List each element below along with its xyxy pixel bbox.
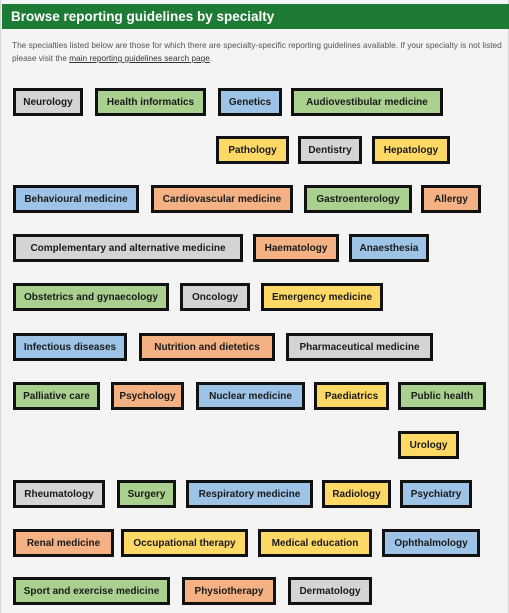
intro-text: The specialties listed below are those f… (12, 39, 507, 65)
specialty-button-public-health[interactable]: Public health (398, 382, 486, 410)
specialty-button-occupational-therapy[interactable]: Occupational therapy (121, 529, 248, 557)
specialty-button-radiology[interactable]: Radiology (322, 480, 391, 508)
specialty-button-ophthalmology[interactable]: Ophthalmology (382, 529, 480, 557)
specialty-button-respiratory-medicine[interactable]: Respiratory medicine (186, 480, 313, 508)
specialty-button-nuclear-medicine[interactable]: Nuclear medicine (196, 382, 305, 410)
specialty-button-surgery[interactable]: Surgery (117, 480, 176, 508)
specialty-button-psychology[interactable]: Psychology (111, 382, 184, 410)
intro-suffix: . (209, 53, 213, 63)
specialty-button-emergency-medicine[interactable]: Emergency medicine (261, 283, 383, 311)
specialty-button-medical-education[interactable]: Medical education (258, 529, 372, 557)
specialty-button-urology[interactable]: Urology (398, 431, 459, 459)
panel-header: Browse reporting guidelines by specialty (2, 4, 509, 29)
specialty-button-cardiovascular-medicine[interactable]: Cardiovascular medicine (151, 185, 293, 213)
specialty-button-dentistry[interactable]: Dentistry (298, 136, 362, 164)
specialty-button-sport-and-exercise-medicine[interactable]: Sport and exercise medicine (13, 577, 170, 605)
specialty-button-haematology[interactable]: Haematology (253, 234, 339, 262)
specialty-button-audiovestibular-medicine[interactable]: Audiovestibular medicine (291, 88, 443, 116)
specialty-button-nutrition-and-dietetics[interactable]: Nutrition and dietetics (139, 333, 275, 361)
specialty-button-health-informatics[interactable]: Health informatics (95, 88, 206, 116)
specialty-button-complementary-and-alternative-medicine[interactable]: Complementary and alternative medicine (13, 234, 243, 262)
specialty-button-infectious-diseases[interactable]: Infectious diseases (13, 333, 127, 361)
search-page-link[interactable]: main reporting guidelines search page (69, 53, 210, 63)
specialty-button-dermatology[interactable]: Dermatology (288, 577, 372, 605)
specialty-button-palliative-care[interactable]: Palliative care (13, 382, 100, 410)
specialty-button-genetics[interactable]: Genetics (218, 88, 282, 116)
specialty-button-paediatrics[interactable]: Paediatrics (314, 382, 389, 410)
specialty-button-obstetrics-and-gynaecology[interactable]: Obstetrics and gynaecology (13, 283, 169, 311)
specialty-button-gastroenterology[interactable]: Gastroenterology (304, 185, 412, 213)
specialty-button-behavioural-medicine[interactable]: Behavioural medicine (13, 185, 139, 213)
specialty-button-renal-medicine[interactable]: Renal medicine (13, 529, 114, 557)
specialty-button-oncology[interactable]: Oncology (180, 283, 250, 311)
intro-body: The specialties listed below are those f… (12, 40, 502, 63)
specialty-button-neurology[interactable]: Neurology (13, 88, 83, 116)
specialty-button-psychiatry[interactable]: Psychiatry (400, 480, 472, 508)
specialty-button-anaesthesia[interactable]: Anaesthesia (349, 234, 429, 262)
specialty-button-physiotherapy[interactable]: Physiotherapy (182, 577, 276, 605)
specialty-button-pharmaceutical-medicine[interactable]: Pharmaceutical medicine (286, 333, 433, 361)
specialty-button-pathology[interactable]: Pathology (216, 136, 289, 164)
specialty-button-allergy[interactable]: Allergy (421, 185, 481, 213)
specialty-button-hepatology[interactable]: Hepatology (372, 136, 450, 164)
specialty-button-rheumatology[interactable]: Rheumatology (13, 480, 105, 508)
